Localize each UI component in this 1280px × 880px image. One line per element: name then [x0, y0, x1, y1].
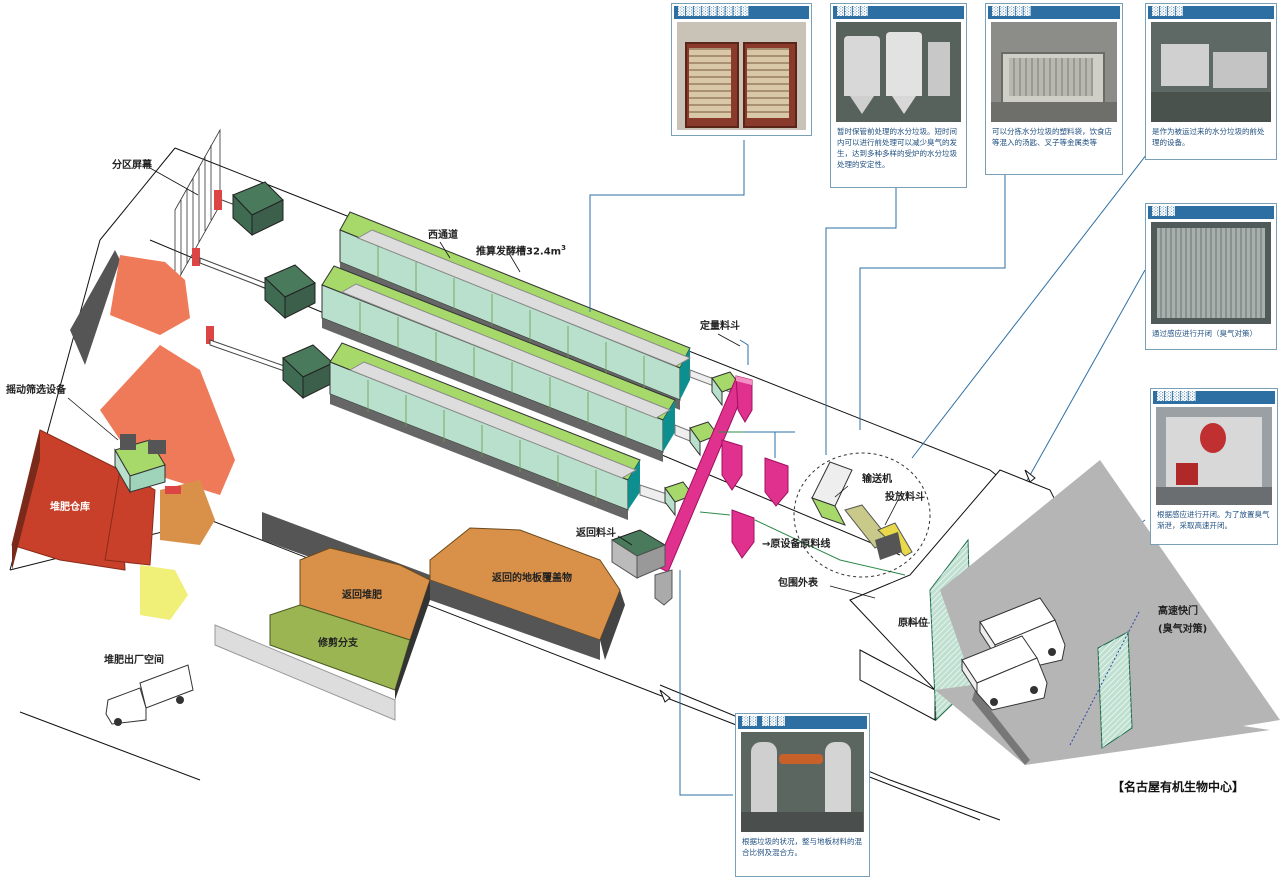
label-partition-screen: 分区屏幕: [112, 160, 152, 171]
diagram-title: 【名古屋有机生物中心】: [1112, 780, 1245, 794]
label-pointers: [67, 167, 930, 624]
red-post: [192, 248, 200, 266]
photo-heading: ▓▓▓: [1148, 206, 1274, 219]
photo-card-pretreatment: ▓▓▓▓ 是作为被运过来的水分垃圾的前处理的设备。: [1145, 3, 1277, 160]
label-return-compost: 返回堆肥: [342, 590, 382, 601]
blower-units: [232, 181, 334, 400]
red-post: [206, 326, 214, 344]
photo-heading: ▓▓▓▓▓: [1153, 391, 1275, 404]
floor-arrows: [659, 469, 1036, 703]
photo-mixing-equipment: [741, 732, 864, 832]
truck-right-2: [961, 635, 1048, 711]
warehouse-wall: [12, 430, 40, 570]
yellow-pile: [140, 565, 188, 620]
photo-caption: 是作为被运过来的水分垃圾的前处理的设备。: [1152, 127, 1265, 147]
label-conveyor: 输送机: [862, 474, 892, 485]
label-returned-cover: 返回的地板覆盖物: [492, 573, 572, 584]
photo-card-shutter: ▓▓▓ 通过感应进行开闭（臭气对策）: [1145, 203, 1277, 350]
zone-salmon-1: [110, 255, 190, 335]
return-hopper-unit: [610, 529, 673, 606]
shaker-screen-device: [114, 434, 181, 494]
flow-lines: [699, 431, 906, 576]
label-feed-hopper: 投放料斗: [885, 492, 925, 503]
return-piles: [269, 527, 625, 700]
label-compost-exit: 堆肥出厂空间: [104, 655, 164, 666]
callout-leaders: [589, 140, 1151, 796]
conveyor-machine: [810, 461, 913, 560]
truck-left: [105, 664, 194, 726]
photo-card-mixing: ▓▓ ▓▓▓ 根据垃圾的状况，整与地板材料的混合比例及混合方。: [735, 713, 870, 877]
label-shaker-screen: 摇动筛选设备: [6, 385, 66, 396]
photo-storage-racks: [677, 22, 806, 130]
photo-heading: ▓▓▓▓: [1148, 6, 1274, 19]
photo-heading: ▓▓▓▓▓: [988, 6, 1120, 19]
photo-silos: [836, 22, 961, 122]
photo-card-sorting: ▓▓▓▓▓ 可以分拣水分垃圾的塑料袋，饮食店等混入的汤匙、叉子等金属类等: [985, 3, 1123, 175]
label-return-hopper: 返回料斗: [576, 528, 616, 539]
red-post: [214, 190, 222, 210]
label-fermenter: 推算发酵槽32.4m3: [476, 242, 566, 258]
photo-caption: 暂时保管前处理的水分垃圾。短时间内可以进行前处理可以减少臭气的发生，达到多种多样…: [837, 127, 957, 169]
label-fermenter-sup: 3: [561, 244, 566, 252]
photo-shutter: [1151, 222, 1271, 324]
label-material-pos: 原料位: [898, 618, 928, 629]
label-fermenter-text: 推算发酵槽32.4m: [476, 246, 562, 258]
partition-screen: [174, 128, 221, 287]
label-quant-hopper: 定量料斗: [700, 321, 740, 332]
photo-sorting-machine: [991, 22, 1117, 122]
label-odor-measure: (臭气对策): [1158, 624, 1208, 635]
photo-heading: ▓▓▓▓▓▓▓▓▓: [674, 6, 809, 19]
label-to-feed-line: →原设备原料线: [762, 539, 831, 550]
photo-caption: 根据感应进行开闭。为了放置臭气渐泄，采取高速开闭。: [1157, 510, 1270, 530]
label-west-channel: 西通道: [428, 230, 458, 241]
fermenter-row-3: [329, 342, 641, 520]
photo-card-storage-tank: ▓▓▓▓▓▓▓▓▓: [671, 3, 812, 136]
photo-heading: ▓▓▓▓: [833, 6, 964, 19]
magenta-hoppers: [721, 375, 789, 559]
photo-card-entrance: ▓▓▓▓▓ 根据感应进行开闭。为了放置臭气渐泄，采取高速开闭。: [1150, 388, 1278, 545]
photo-caption: 可以分拣水分垃圾的塑料袋，饮食店等混入的汤匙、叉子等金属类等: [992, 127, 1112, 147]
small-feeders: [664, 371, 741, 517]
left-wall: [70, 250, 120, 365]
photo-entrance-building: [1156, 407, 1272, 505]
label-pruned-branches: 修剪分支: [318, 638, 358, 649]
front-wall: [214, 624, 396, 721]
photo-pretreatment: [1151, 22, 1271, 122]
compost-warehouse: [11, 429, 126, 571]
photo-heading: ▓▓ ▓▓▓: [738, 716, 867, 729]
fermenter-row-2: [321, 265, 676, 462]
label-compost-warehouse: 堆肥仓库: [50, 502, 90, 513]
orange-pile: [160, 480, 215, 545]
fermenter-dividers: [359, 246, 645, 502]
conveyor-highlight-circle: [793, 452, 931, 578]
photo-card-temporary-storage: ▓▓▓▓ 暂时保管前处理的水分垃圾。短时间内可以进行前处理可以减少臭气的发生，达…: [830, 3, 967, 188]
photo-caption: 通过感应进行开闭（臭气对策）: [1152, 329, 1257, 338]
label-enclosure: 包围外表: [778, 578, 818, 589]
label-fast-door: 高速快门: [1158, 606, 1198, 617]
photo-caption: 根据垃圾的状况，整与地板材料的混合比例及混合方。: [742, 837, 862, 857]
